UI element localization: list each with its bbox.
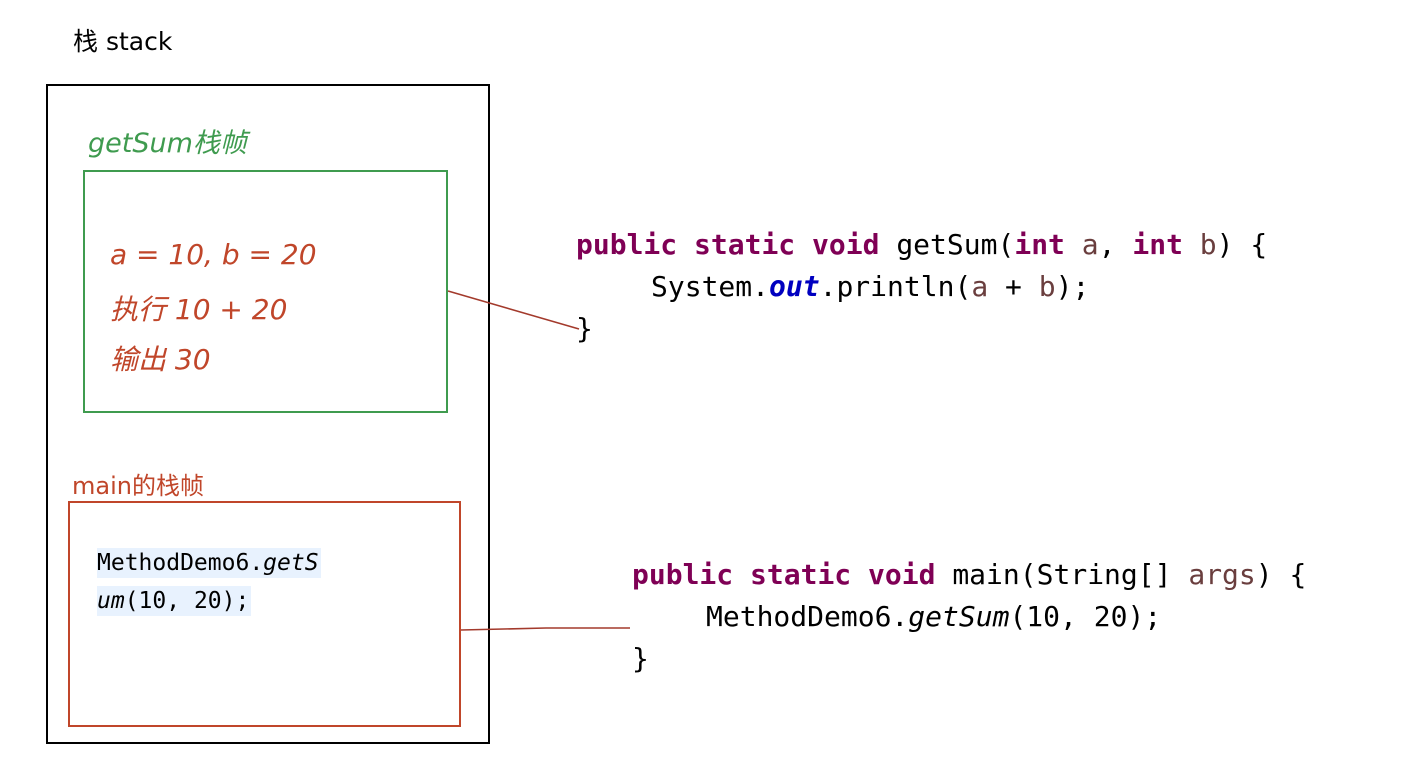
main-frame-code-line: MethodDemo6.getS (97, 548, 321, 578)
code-param: b (1199, 228, 1217, 261)
code-keyword: int (1132, 228, 1183, 261)
code-keyword: void (812, 228, 880, 261)
main-code-signature: public static void main(String[] args) { (632, 558, 1306, 592)
code-args: (10, 20); (124, 588, 250, 614)
code-param: args (1188, 558, 1256, 591)
main-code-close: } (632, 642, 649, 675)
getsum-code-body: System.out.println(a + b); (651, 270, 1089, 304)
code-param: a (1081, 228, 1099, 261)
code-class-name: MethodDemo6. (706, 600, 909, 633)
stack-title: 栈 stack (73, 27, 173, 56)
stack-box (46, 84, 490, 744)
code-field: out (769, 270, 820, 303)
main-frame-box (68, 501, 461, 727)
code-punct: + (988, 270, 1039, 303)
code-keyword: void (868, 558, 936, 591)
code-param: a (971, 270, 989, 303)
code-punct: ) { (1255, 558, 1307, 591)
code-keyword: static (694, 228, 796, 261)
code-method-call: um (97, 588, 125, 614)
code-args: (10, 20); (1009, 600, 1162, 633)
getsum-frame-box (83, 170, 448, 413)
code-method-call: getS (263, 550, 319, 576)
getsum-frame-label: getSum栈帧 (88, 128, 247, 159)
getsum-code-signature: public static void getSum(int a, int b) … (576, 228, 1267, 262)
code-punct: ) { (1216, 228, 1268, 261)
main-frame-code-line: um(10, 20); (97, 586, 252, 616)
code-method-name: getSum( (896, 228, 1015, 261)
getsum-frame-line: 执行 10 + 20 (110, 293, 288, 326)
code-method-call: .println( (819, 270, 972, 303)
code-keyword: int (1014, 228, 1065, 261)
getsum-frame-line: a = 10, b = 20 (110, 238, 317, 271)
code-method-name: main(String[] (952, 558, 1189, 591)
code-method-call: getSum (908, 600, 1010, 633)
main-code-body: MethodDemo6.getSum(10, 20); (706, 600, 1161, 634)
code-class-name: System. (651, 270, 770, 303)
code-punct: , (1098, 228, 1133, 261)
main-frame-label: main的栈帧 (72, 472, 204, 500)
code-keyword: public (576, 228, 678, 261)
code-class-name: MethodDemo6. (97, 550, 264, 576)
code-punct: ); (1055, 270, 1090, 303)
code-param: b (1038, 270, 1056, 303)
code-keyword: static (750, 558, 852, 591)
getsum-code-close: } (576, 312, 593, 345)
getsum-frame-line: 输出 30 (110, 343, 211, 376)
code-keyword: public (632, 558, 734, 591)
